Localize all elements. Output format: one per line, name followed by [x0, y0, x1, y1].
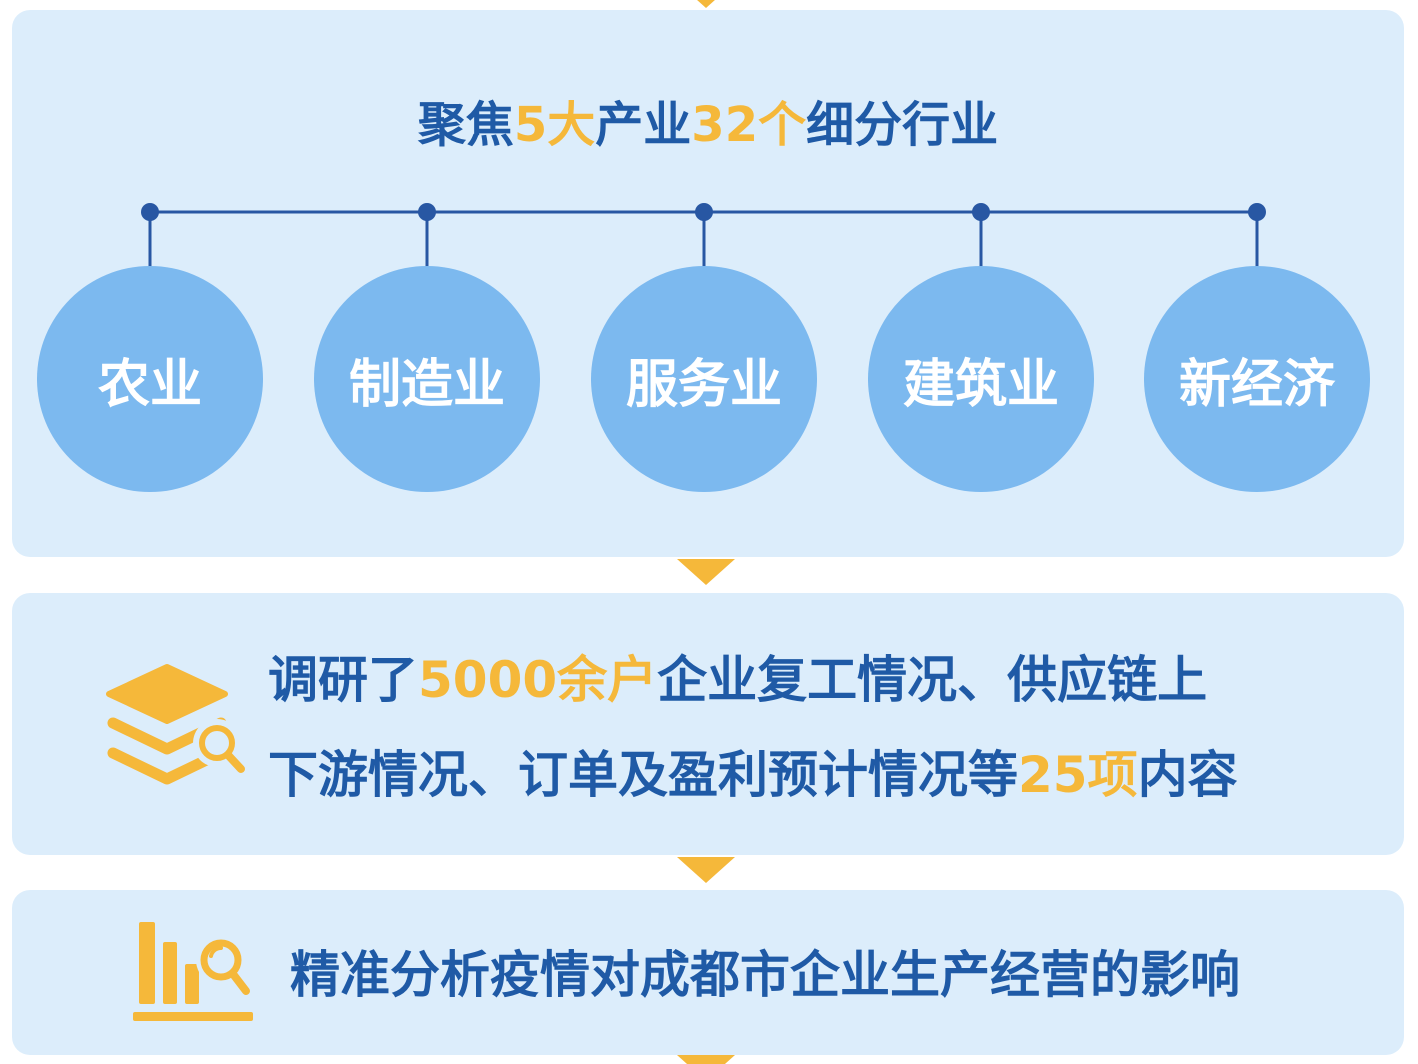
- title-text: 细分行业: [806, 97, 999, 153]
- survey-text: 企业复工情况、供应链上: [657, 651, 1208, 709]
- connector-node-dot: [695, 203, 713, 221]
- title-highlight-subsectors-count: 32个: [691, 97, 807, 153]
- connector-node-dot: [418, 203, 436, 221]
- flow-arrow-clip: [676, 559, 736, 587]
- bar-chart-search-icon: [133, 922, 253, 1021]
- industry-focus-panel: 聚焦5大产业32个细分行业 农业 制造业 服务业 建筑业 新经济: [12, 10, 1404, 557]
- title-text: 聚焦: [417, 97, 514, 153]
- industry-circle-agriculture: 农业: [37, 266, 263, 492]
- flow-arrow-bottom-clip: [676, 1055, 736, 1064]
- survey-text-line-1: 调研了5000余户企业复工情况、供应链上: [268, 650, 1207, 710]
- connector-node-dot: [972, 203, 990, 221]
- industry-circle-manufacturing: 制造业: [314, 266, 540, 492]
- survey-highlight-item-count: 25项: [1018, 746, 1138, 804]
- arrow-down-icon: [677, 1055, 735, 1064]
- survey-text: 调研了: [268, 651, 418, 709]
- survey-panel: 调研了5000余户企业复工情况、供应链上 下游情况、订单及盈利预计情况等25项内…: [12, 593, 1404, 855]
- panel-title: 聚焦5大产业32个细分行业: [12, 96, 1404, 154]
- layers-search-icon: [106, 664, 245, 785]
- connector-node-dot: [1248, 203, 1266, 221]
- survey-text: 下游情况、订单及盈利预计情况等: [268, 746, 1018, 804]
- survey-highlight-enterprise-count: 5000余户: [418, 651, 658, 709]
- title-highlight-industries-count: 5大: [513, 97, 596, 153]
- industry-connector-tree: [141, 203, 1266, 272]
- survey-text-line-2: 下游情况、订单及盈利预计情况等25项内容: [268, 745, 1238, 805]
- analysis-panel: 精准分析疫情对成都市企业生产经营的影响: [12, 890, 1404, 1055]
- analysis-text: 精准分析疫情对成都市企业生产经营的影响: [290, 946, 1240, 1004]
- survey-text: 内容: [1137, 746, 1238, 804]
- arrow-down-icon: [677, 559, 735, 585]
- title-text: 产业: [595, 97, 692, 153]
- industry-circle-new-economy: 新经济: [1144, 266, 1370, 492]
- industry-circle-services: 服务业: [591, 266, 817, 492]
- flow-arrow-top-clip: [676, 0, 736, 8]
- connector-node-dot: [141, 203, 159, 221]
- industry-circle-construction: 建筑业: [868, 266, 1094, 492]
- arrow-down-icon: [677, 0, 735, 8]
- flow-arrow-clip: [676, 857, 736, 885]
- arrow-down-icon: [677, 857, 735, 883]
